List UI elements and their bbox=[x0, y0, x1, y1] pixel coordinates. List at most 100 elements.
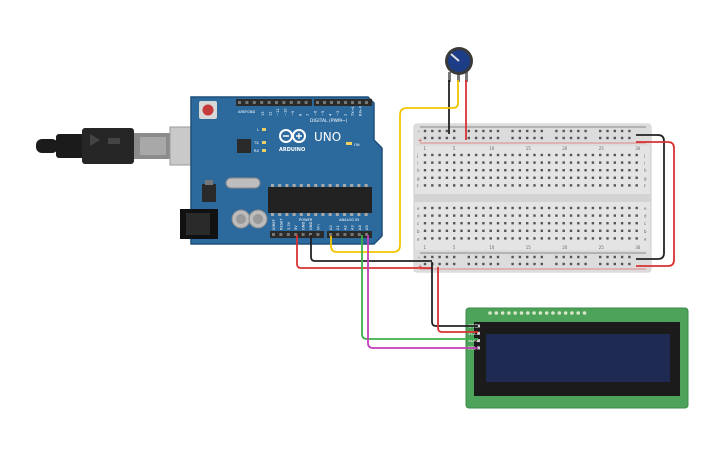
breadboard-hole[interactable] bbox=[562, 169, 565, 172]
header-pin-hole[interactable] bbox=[275, 101, 278, 104]
breadboard-hole[interactable] bbox=[445, 229, 449, 232]
breadboard-hole[interactable] bbox=[504, 169, 507, 172]
rail-hole[interactable] bbox=[445, 262, 449, 266]
rail-hole[interactable] bbox=[620, 262, 624, 266]
breadboard-hole[interactable] bbox=[511, 184, 514, 187]
breadboard-hole[interactable] bbox=[584, 214, 587, 217]
breadboard-hole[interactable] bbox=[460, 176, 463, 179]
breadboard-hole[interactable] bbox=[599, 222, 602, 225]
breadboard-hole[interactable] bbox=[438, 161, 441, 164]
breadboard-hole[interactable] bbox=[547, 206, 551, 210]
breadboard-hole[interactable] bbox=[511, 206, 514, 210]
breadboard-hole[interactable] bbox=[474, 222, 478, 225]
breadboard-hole[interactable] bbox=[496, 153, 500, 157]
breadboard-hole[interactable] bbox=[555, 237, 558, 240]
rail-hole[interactable] bbox=[496, 255, 500, 259]
breadboard-hole[interactable] bbox=[423, 237, 427, 240]
rail-hole[interactable] bbox=[599, 255, 602, 259]
breadboard-hole[interactable] bbox=[635, 184, 638, 187]
wire-lcd-gnd[interactable] bbox=[431, 262, 478, 327]
wire-lcd-scl[interactable] bbox=[367, 235, 478, 349]
header-pin-hole[interactable] bbox=[267, 101, 271, 104]
breadboard-hole[interactable] bbox=[628, 229, 631, 232]
breadboard-hole[interactable] bbox=[613, 237, 616, 240]
breadboard-hole[interactable] bbox=[599, 176, 602, 179]
breadboard-hole[interactable] bbox=[438, 153, 441, 157]
breadboard-hole[interactable] bbox=[482, 206, 485, 210]
breadboard-hole[interactable] bbox=[606, 214, 609, 217]
breadboard-hole[interactable] bbox=[504, 237, 507, 240]
breadboard-hole[interactable] bbox=[423, 153, 427, 157]
breadboard-hole[interactable] bbox=[526, 161, 529, 164]
breadboard-hole[interactable] bbox=[431, 206, 434, 210]
breadboard-hole[interactable] bbox=[526, 176, 529, 179]
breadboard-hole[interactable] bbox=[482, 229, 485, 232]
breadboard-hole[interactable] bbox=[599, 153, 602, 157]
breadboard-hole[interactable] bbox=[438, 184, 441, 187]
breadboard-hole[interactable] bbox=[547, 153, 551, 157]
breadboard-hole[interactable] bbox=[467, 161, 470, 164]
breadboard-hole[interactable] bbox=[504, 222, 507, 225]
breadboard-hole[interactable] bbox=[474, 169, 478, 172]
breadboard-hole[interactable] bbox=[423, 161, 427, 164]
breadboard-hole[interactable] bbox=[599, 229, 602, 232]
breadboard-hole[interactable] bbox=[423, 214, 427, 217]
breadboard-hole[interactable] bbox=[460, 161, 463, 164]
rail-hole[interactable] bbox=[453, 262, 456, 266]
rail-hole[interactable] bbox=[431, 136, 434, 140]
breadboard-hole[interactable] bbox=[628, 176, 631, 179]
breadboard-hole[interactable] bbox=[540, 169, 543, 172]
rail-hole[interactable] bbox=[620, 255, 624, 259]
breadboard-hole[interactable] bbox=[526, 237, 529, 240]
breadboard-hole[interactable] bbox=[511, 237, 514, 240]
lcd-pin[interactable] bbox=[477, 346, 480, 350]
breadboard-hole[interactable] bbox=[533, 169, 536, 172]
breadboard-hole[interactable] bbox=[496, 161, 500, 164]
breadboard-hole[interactable] bbox=[540, 176, 543, 179]
rail-hole[interactable] bbox=[569, 136, 573, 140]
breadboard-hole[interactable] bbox=[533, 153, 536, 157]
breadboard-hole[interactable] bbox=[635, 206, 638, 210]
breadboard-hole[interactable] bbox=[540, 161, 543, 164]
rail-hole[interactable] bbox=[423, 136, 427, 140]
rail-hole[interactable] bbox=[518, 129, 522, 133]
wire-gnd-rail-bridge[interactable] bbox=[636, 134, 665, 260]
breadboard-hole[interactable] bbox=[628, 184, 631, 187]
breadboard-hole[interactable] bbox=[577, 206, 580, 210]
rail-hole[interactable] bbox=[533, 255, 536, 259]
breadboard-hole[interactable] bbox=[467, 237, 470, 240]
breadboard-hole[interactable] bbox=[445, 206, 449, 210]
rail-hole[interactable] bbox=[613, 129, 616, 133]
breadboard-hole[interactable] bbox=[460, 206, 463, 210]
breadboard-hole[interactable] bbox=[526, 222, 529, 225]
rail-hole[interactable] bbox=[518, 262, 522, 266]
breadboard-hole[interactable] bbox=[547, 222, 551, 225]
header-pin-hole[interactable] bbox=[344, 101, 347, 104]
breadboard-hole[interactable] bbox=[474, 206, 478, 210]
breadboard-hole[interactable] bbox=[460, 214, 463, 217]
breadboard-hole[interactable] bbox=[438, 222, 441, 225]
rail-hole[interactable] bbox=[489, 136, 492, 140]
header-pin-hole[interactable] bbox=[245, 101, 249, 104]
breadboard-hole[interactable] bbox=[474, 214, 478, 217]
reset-button-cap[interactable] bbox=[202, 104, 214, 116]
breadboard-hole[interactable] bbox=[482, 161, 485, 164]
rail-hole[interactable] bbox=[467, 262, 470, 266]
breadboard-hole[interactable] bbox=[555, 161, 558, 164]
breadboard-hole[interactable] bbox=[496, 169, 500, 172]
breadboard-hole[interactable] bbox=[606, 153, 609, 157]
rail-hole[interactable] bbox=[562, 255, 565, 259]
breadboard-hole[interactable] bbox=[467, 169, 470, 172]
breadboard-hole[interactable] bbox=[445, 222, 449, 225]
rail-hole[interactable] bbox=[562, 129, 565, 133]
breadboard-hole[interactable] bbox=[540, 206, 543, 210]
header-pin-hole[interactable] bbox=[289, 101, 293, 104]
breadboard-hole[interactable] bbox=[474, 184, 478, 187]
breadboard-hole[interactable] bbox=[635, 229, 638, 232]
breadboard-hole[interactable] bbox=[599, 184, 602, 187]
breadboard-hole[interactable] bbox=[606, 176, 609, 179]
breadboard-hole[interactable] bbox=[489, 153, 492, 157]
breadboard-hole[interactable] bbox=[613, 214, 616, 217]
rail-hole[interactable] bbox=[613, 262, 616, 266]
breadboard-hole[interactable] bbox=[555, 176, 558, 179]
